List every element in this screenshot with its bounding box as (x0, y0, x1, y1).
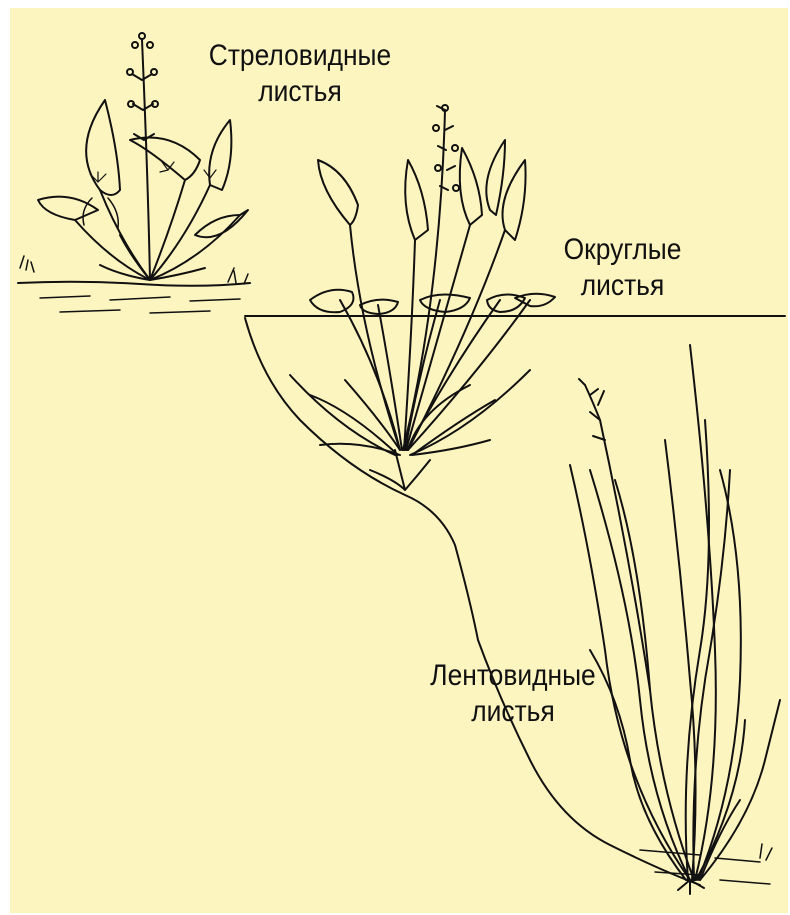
round-leaves-label-line2: листья (546, 268, 700, 304)
arrow-leaves-label-line1: Стреловидные (194, 38, 405, 74)
ribbon-leaves-label-line1: Лентовидные (412, 658, 614, 694)
arrow-leaves-label: Стреловидные листья (194, 38, 405, 110)
ribbon-leaves-label-line2: листья (412, 694, 614, 730)
ribbon-leaves-label: Лентовидные листья (412, 658, 614, 730)
round-leaves-label: Округлые листья (546, 232, 700, 304)
background (10, 8, 788, 913)
arrow-leaves-label-line2: листья (194, 74, 405, 110)
round-leaves-label-line1: Округлые (546, 232, 700, 268)
